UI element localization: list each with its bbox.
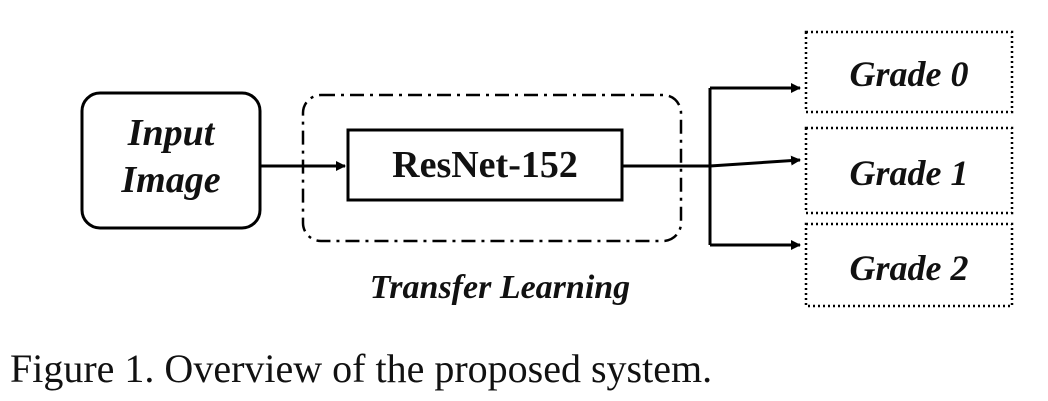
resnet-label: ResNet-152 [392, 144, 578, 186]
transfer-learning-label: Transfer Learning [370, 269, 630, 306]
transfer-learning-group [301, 93, 683, 243]
grade-2-label: Grade 2 [850, 248, 969, 288]
grade-2-box: Grade 2 [804, 222, 1014, 308]
figure-caption: Figure 1. Overview of the proposed syste… [10, 346, 713, 391]
grade-1-label: Grade 1 [850, 153, 969, 193]
grade-0-box: Grade 0 [804, 30, 1014, 114]
output-connectors [622, 83, 801, 250]
input-image-label-line2: Image [120, 159, 220, 201]
grade-0-label: Grade 0 [850, 54, 969, 94]
grade-1-box: Grade 1 [804, 126, 1014, 215]
arrow-to-grade-1 [709, 155, 801, 168]
resnet-node: ResNet-152 [346, 128, 624, 202]
input-image-label-line1: Input [127, 112, 216, 154]
input-image-node: Input Image [80, 91, 262, 230]
